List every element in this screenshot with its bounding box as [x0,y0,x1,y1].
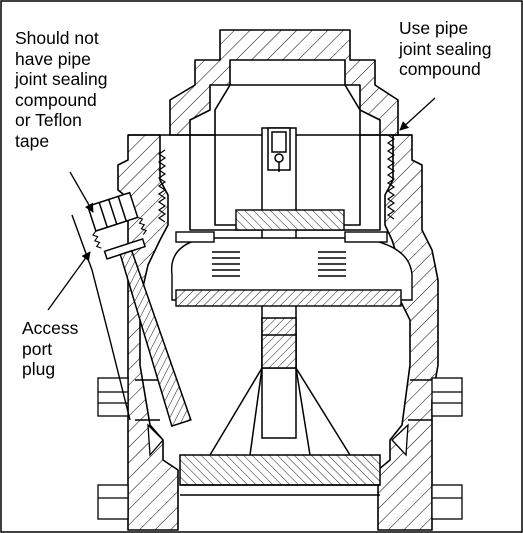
callout-leaders [47,97,436,311]
left-body-threads [157,149,167,223]
callout-line: joint sealing [399,38,492,59]
side-bolts [97,377,463,520]
callout-line: compound [399,59,481,79]
callout-line: port [22,338,53,359]
access-port-callout: Access port plug [22,318,78,380]
callout-line: Use pipe [399,18,469,38]
valve-seat-cone [179,334,381,496]
use-sealant-callout: Use pipe joint sealing compound [399,18,491,80]
no-sealant-leader [69,171,94,213]
callout-line: tape [15,130,50,151]
diaphragm-assembly [170,209,413,307]
callout-line: have pipe [15,48,91,69]
callout-line: plug [22,359,56,379]
no-sealant-callout: Should not have pipe joint sealing compo… [15,28,107,151]
access-port-leader [47,251,91,311]
callout-line: joint sealing [15,69,108,89]
callout-line: compound [15,89,97,110]
callout-line: Should not [15,28,99,48]
use-sealant-leader [399,97,436,131]
callout-line: Access [22,318,79,338]
right-body-threads [386,134,396,220]
callout-line: or Teflon [15,110,82,130]
access-port-plug [71,191,192,428]
